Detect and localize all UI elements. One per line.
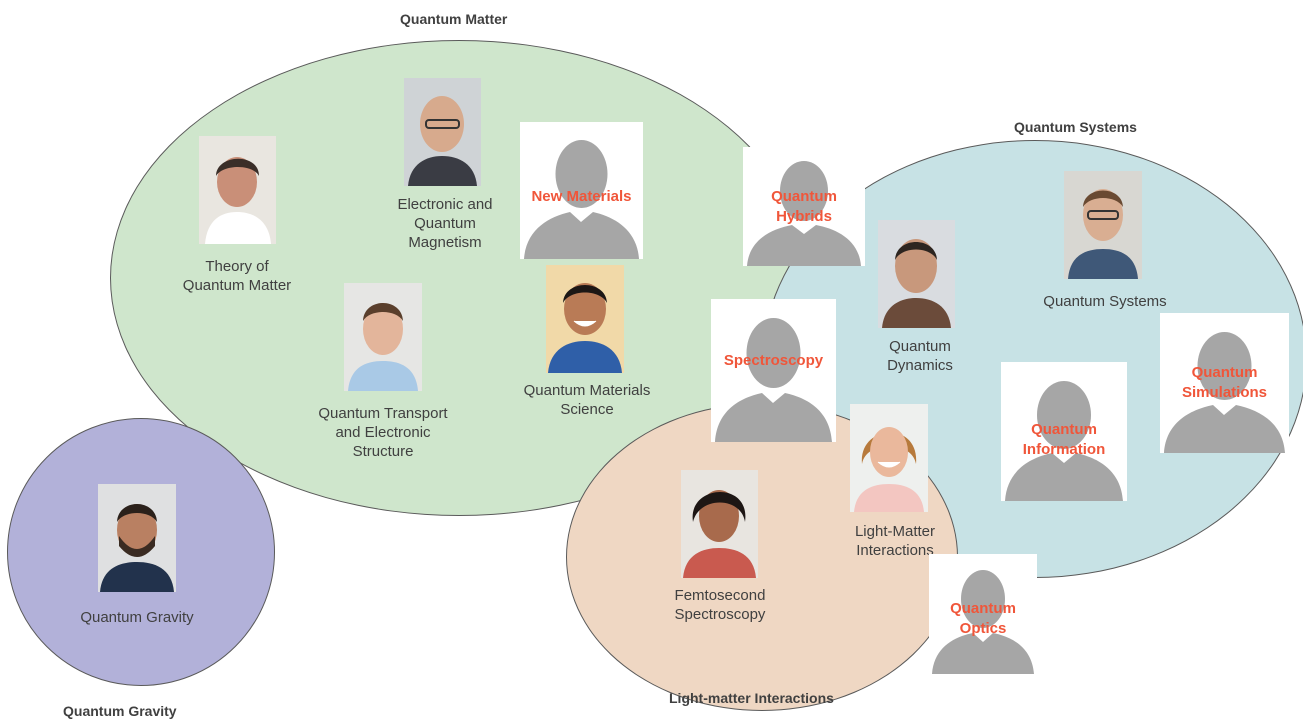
person-photo <box>404 78 481 186</box>
person-silhouette-icon <box>1164 332 1285 453</box>
open-position-title: Quantum Simulations <box>1181 364 1267 401</box>
quantum-systems-title: Quantum Systems <box>1014 119 1137 135</box>
open-position-title: New Materials <box>531 188 632 205</box>
person-photo <box>344 283 422 391</box>
person-label: Quantum Systems <box>1043 293 1167 310</box>
person-label: Light-Matter Interactions <box>854 523 936 559</box>
light-matter-region <box>566 403 958 711</box>
person-photo <box>681 470 758 578</box>
open-position-title: Quantum Information <box>1022 421 1106 458</box>
person-label: Quantum Gravity <box>80 609 194 626</box>
open-position-quantum-hybrids: Quantum Hybrids <box>743 147 865 266</box>
person-silhouette-icon <box>524 140 639 259</box>
person-photo <box>546 265 624 373</box>
person-photo <box>1064 171 1142 279</box>
open-position-title: Spectroscopy <box>723 352 824 369</box>
open-position-quantum-optics: Quantum Optics <box>929 554 1037 674</box>
person-label: Quantum Transport and Electronic Structu… <box>318 405 448 460</box>
light-matter-title: Light-matter Interactions <box>669 690 834 706</box>
person-photo <box>98 484 176 592</box>
open-position-title: Quantum Optics <box>950 600 1016 637</box>
person-silhouette-icon <box>715 318 832 442</box>
open-position-spectroscopy: Spectroscopy <box>711 299 836 442</box>
person-label: Electronic and Quantum Magnetism <box>397 196 493 251</box>
quantum-gravity-title: Quantum Gravity <box>63 703 177 719</box>
open-position-quantum-simulations: Quantum Simulations <box>1160 313 1289 453</box>
person-photo <box>850 404 928 512</box>
person-photo <box>199 136 276 244</box>
quantum-matter-title: Quantum Matter <box>400 11 508 27</box>
person-photo <box>878 220 955 328</box>
open-position-title: Quantum Hybrids <box>771 188 837 225</box>
person-label: Theory of Quantum Matter <box>182 258 292 294</box>
open-position-new-materials: New Materials <box>520 122 643 259</box>
person-label: Quantum Dynamics <box>887 338 953 374</box>
person-label: Quantum Materials Science <box>523 382 651 418</box>
person-silhouette-icon <box>932 570 1034 674</box>
person-silhouette-icon <box>1005 381 1123 501</box>
open-position-quantum-information: Quantum Information <box>1001 362 1127 501</box>
person-silhouette-icon <box>747 161 861 266</box>
person-label: Femtosecond Spectroscopy <box>674 587 766 623</box>
